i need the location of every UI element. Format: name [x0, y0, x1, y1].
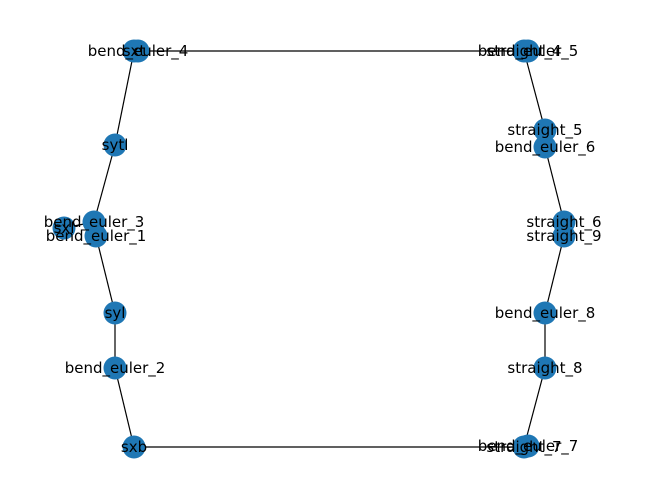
edge-bend_euler_2-sxb [114, 367, 135, 448]
node-straight_6 [552, 210, 576, 234]
node-straight_5 [533, 118, 557, 142]
node-sxb [122, 435, 146, 459]
graph-nodes [52, 39, 576, 459]
node-label-sxl: sxl [54, 219, 75, 237]
node-syl [103, 301, 127, 325]
edge-sytl-bend_euler_3 [93, 144, 116, 223]
node-label-bend_euler_8: bend_euler_8 [495, 304, 596, 323]
node-label-straight_9: straight_9 [526, 227, 601, 246]
edge-straight_7-straight_8 [523, 367, 546, 448]
edge-bend_euler_8-straight_9 [544, 235, 565, 314]
node-label-bend_euler_7: bend_euler_7 [478, 437, 579, 456]
graph-labels: sxtbend_euler_4sytlbend_euler_3sxlbend_e… [44, 42, 602, 457]
node-label-straight_4: straight_4 [486, 42, 561, 61]
node-label-straight_5: straight_5 [507, 121, 582, 140]
node-sxl [52, 216, 76, 240]
edge-straight_6-bend_euler_6 [544, 146, 565, 223]
node-straight_8 [533, 356, 557, 380]
node-bend_euler_6 [533, 135, 557, 159]
graph-edges [63, 50, 565, 448]
node-label-bend_euler_6: bend_euler_6 [495, 138, 596, 157]
node-label-sytl: sytl [102, 136, 129, 154]
node-label-straight_6: straight_6 [526, 213, 601, 232]
node-bend_euler_2 [103, 356, 127, 380]
node-label-bend_euler_2: bend_euler_2 [65, 359, 166, 378]
node-label-sxt: sxt [123, 42, 146, 60]
node-bend_euler_1 [84, 224, 108, 248]
node-label-bend_euler_4: bend_euler_4 [88, 42, 189, 61]
node-label-straight_8: straight_8 [507, 359, 582, 378]
node-label-syl: syl [105, 304, 126, 322]
edge-sxt-sytl [114, 50, 135, 146]
edge-bend_euler_1-syl [95, 235, 116, 314]
node-straight_4 [512, 39, 536, 63]
node-label-bend_euler_1: bend_euler_1 [46, 227, 147, 246]
node-label-straight_7: straight_7 [486, 438, 561, 457]
edge-straight_5-straight_4 [523, 50, 546, 131]
node-bend_euler_4 [126, 39, 150, 63]
node-bend_euler_8 [533, 301, 557, 325]
node-label-sxb: sxb [121, 438, 147, 456]
node-bend_euler_7 [516, 434, 540, 458]
node-label-bend_euler_3: bend_euler_3 [44, 213, 145, 232]
node-sytl [103, 133, 127, 157]
node-label-bend_euler_5: bend_euler_5 [478, 42, 579, 61]
